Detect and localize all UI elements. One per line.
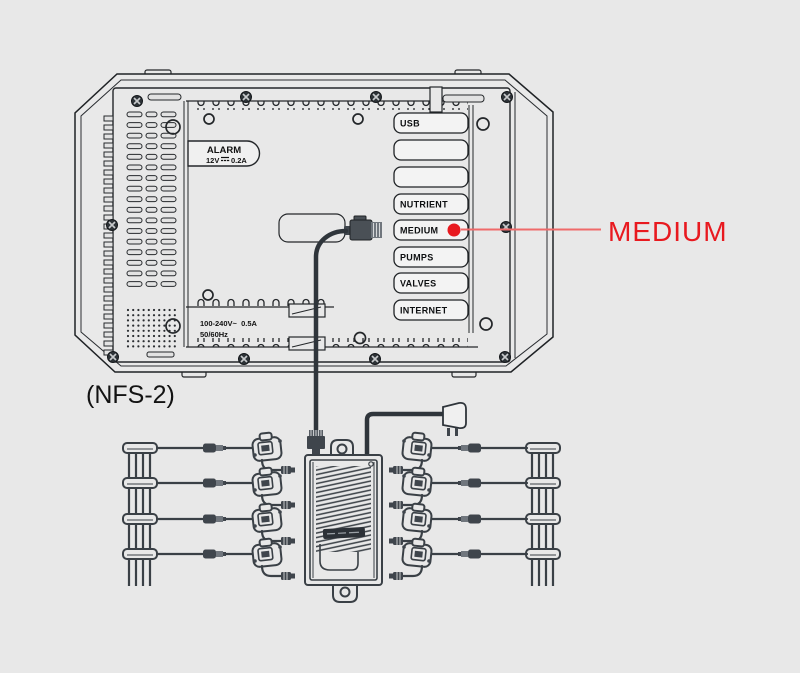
clip-top-right: [429, 86, 443, 113]
power-rating-label: 100-240V~ 0.5A 50/60Hz: [200, 319, 258, 339]
speaker-holes: [126, 308, 176, 348]
hole-icon: [203, 113, 215, 125]
ribbed-edge: [103, 115, 114, 356]
ac-plug: [442, 401, 467, 436]
port-label-internet: INTERNET: [400, 306, 448, 316]
sensor-assembly: [155, 501, 297, 547]
screw-icon: [237, 352, 251, 366]
ports-rail: [468, 105, 474, 333]
port-label-usb: USB: [400, 119, 420, 129]
hub-mount-hole-bottom: [339, 586, 351, 598]
rj45-plug-medium: [344, 215, 382, 241]
screw-icon: [105, 218, 119, 232]
port-nutrient: [393, 193, 469, 215]
hole-icon: [352, 113, 364, 125]
hub-led: [368, 461, 374, 467]
controller-unit: ALARM 12V 0.2A 100-240V~ 0.5A 50/60Hz US…: [74, 69, 554, 378]
blank-routing-label: [278, 213, 346, 243]
hub-flanges: [312, 462, 375, 578]
callout-label: MEDIUM: [608, 216, 728, 247]
hole-icon: [476, 117, 490, 131]
plug-prong: [447, 428, 450, 436]
bottom-rail-hooks: [192, 338, 468, 347]
plug-prong: [455, 428, 458, 436]
alarm-port-title: ALARM: [207, 145, 241, 156]
screw-icon: [130, 94, 144, 108]
power-rating-line2: 50/60Hz: [200, 330, 228, 339]
power-cord: [364, 411, 446, 459]
rj45-plug-hub: [307, 430, 325, 456]
port-label-pumps: PUMPS: [400, 253, 434, 263]
screw-icon: [499, 220, 513, 234]
wiring-diagram: [122, 401, 561, 603]
slot-top-right: [442, 94, 485, 103]
top-rail-hooks: [192, 101, 468, 110]
port-label-valves: VALVES: [400, 279, 436, 289]
slot-bottom-left: [146, 351, 175, 358]
hole-icon: [165, 318, 181, 334]
dc-symbol-icon: [221, 156, 230, 162]
sensor-assembly: [387, 465, 529, 511]
alarm-rating-current: 0.2A: [231, 156, 247, 165]
callout-dot: [447, 223, 461, 237]
sensor-assembly: [155, 430, 297, 476]
screw-icon: [106, 350, 120, 364]
hole-icon: [479, 317, 493, 331]
hub-heatsink-fins: [316, 466, 371, 552]
sensor-assembly: [155, 465, 297, 511]
shell-inner-outline: [80, 79, 548, 367]
medium-callout: MEDIUM: [447, 216, 728, 247]
hub-inner-panel: [309, 459, 378, 581]
stake-column-right: [525, 442, 561, 586]
port-pumps: [393, 246, 469, 268]
hub-unit: [304, 439, 383, 603]
hub-fin-channel: [319, 544, 359, 571]
screw-icon: [369, 90, 383, 104]
sensor-assembly: [155, 536, 297, 582]
signal-cable: [313, 228, 349, 433]
screw-icon: [368, 352, 382, 366]
alarm-rating-voltage: 12V: [206, 156, 219, 165]
hub-mount-hole-top: [336, 443, 348, 455]
port-blank-top: [393, 139, 469, 161]
screw-icon: [239, 90, 253, 104]
screw-icon: [498, 350, 512, 364]
vent-grid: [126, 111, 177, 287]
hub-model-plate: [322, 527, 366, 539]
stake-column-left: [122, 442, 158, 586]
hole-icon: [165, 119, 181, 135]
power-rail-hooks: [190, 298, 330, 307]
hole-icon: [202, 289, 214, 301]
port-internet: [393, 299, 469, 321]
port-valves: [393, 272, 469, 294]
port-label-nutrient: NUTRIENT: [400, 200, 448, 210]
ports-panel: USB NUTRIENT MEDIUM PUMPS VALVES INTERNE…: [393, 105, 474, 333]
slot-top-left: [147, 93, 182, 101]
hole-icon: [353, 331, 367, 345]
port-usb: [393, 112, 469, 134]
controller-model-label: (NFS-2): [86, 381, 175, 409]
port-blank-bottom: [393, 166, 469, 188]
power-rating-line1: 100-240V~ 0.5A: [200, 319, 258, 328]
screw-icon: [500, 90, 514, 104]
sensor-assembly: [387, 430, 529, 476]
sensor-assembly: [387, 501, 529, 547]
alarm-port: ALARM 12V 0.2A: [187, 140, 261, 167]
sensor-assembly: [387, 536, 529, 582]
port-label-medium: MEDIUM: [400, 226, 438, 236]
